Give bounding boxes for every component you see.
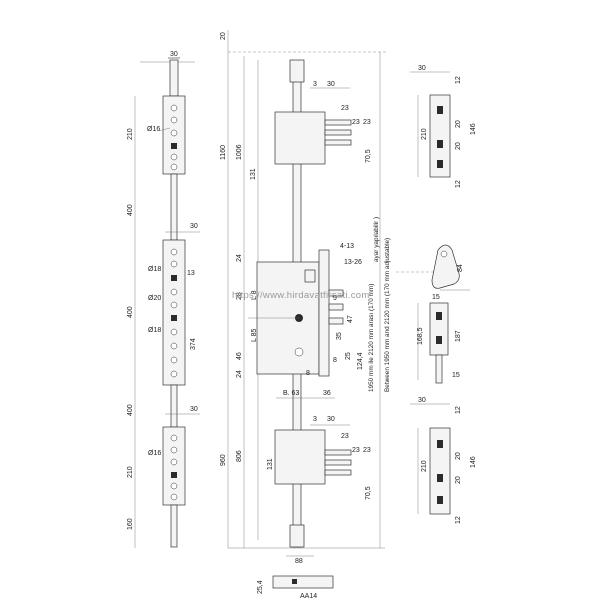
dim-center-70-5-bot: 70,5: [365, 486, 372, 500]
dim-center-20: 20: [220, 32, 227, 40]
rod-top: [169, 59, 179, 97]
dim-left-400-a: 400: [127, 204, 134, 216]
dim-center-24-top: 24: [236, 254, 243, 262]
dim-left-400-c: 400: [127, 404, 134, 416]
dim-center-131-bot: 131: [267, 458, 274, 470]
dim-left-top-30: 30: [170, 51, 178, 58]
end-piece: [272, 575, 334, 589]
dia-left-18-b: Ø18: [148, 327, 161, 334]
dim-center-23-f: 23: [363, 447, 371, 454]
dim-right-bot-20-a: 20: [455, 452, 462, 460]
dim-right-mid-15: 15: [432, 294, 440, 301]
dim-right-bot-12-b: 12: [455, 516, 462, 524]
dim-center-L85: L 85: [251, 329, 258, 342]
dim-center-1006: 1006: [236, 144, 243, 160]
dim-right-top-20-b: 20: [455, 142, 462, 150]
dim-center-1160: 1160: [220, 145, 227, 160]
dim-center-13-26: 13-26: [344, 259, 362, 266]
note-adjustable-en: Between 1950 mm and 2120 mm (170 mm adju…: [384, 238, 391, 392]
dim-center-806: 806: [236, 450, 243, 462]
cylinder-hole: [294, 347, 304, 357]
hook-keeper: [431, 244, 460, 289]
dim-center-23-e: 23: [352, 447, 360, 454]
dim-center-8-b: 8: [333, 357, 337, 364]
dim-right-bot-210: 210: [421, 460, 428, 472]
dim-left-210-bot: 210: [127, 466, 134, 478]
dim-right-hook-84: 84: [457, 264, 464, 272]
dim-center-23-c: 23: [363, 119, 371, 126]
dim-center-124-4: 124,4: [357, 352, 364, 370]
dim-left-374: 374: [190, 338, 197, 350]
top-bolt-box: [274, 111, 326, 165]
dim-right-top-146: 146: [470, 123, 477, 135]
dim-left-400-b: 400: [127, 306, 134, 318]
dim-center-4-13: 4-13: [340, 243, 354, 250]
dim-center-24-bot: 24: [236, 370, 243, 378]
dim-center-L8: L 8: [251, 290, 258, 300]
dim-right-mid-168-5: 168,5: [417, 327, 424, 345]
watermark: https://www.hirdavatfirsati.com: [232, 290, 370, 301]
dim-left-210-top: 210: [127, 128, 134, 140]
dim-left-160: 160: [127, 518, 134, 530]
dim-center-30-top: 30: [327, 81, 335, 88]
dim-center-36: 36: [323, 390, 331, 397]
strike-plate-middle: [429, 302, 449, 356]
dim-center-25: 25: [345, 352, 352, 360]
strike-plate-top: [429, 94, 451, 178]
bottom-bolt-box: [274, 429, 326, 485]
dim-center-88: 88: [295, 558, 303, 565]
dim-center-23-d: 23: [341, 433, 349, 440]
dim-right-top-20-a: 20: [455, 120, 462, 128]
dim-center-28: 28: [236, 292, 243, 300]
dia-left-18-a: Ø18: [148, 266, 161, 273]
dim-center-9: 9: [333, 295, 337, 302]
dim-center-47: 47: [347, 315, 354, 323]
dim-center-35: 35: [336, 332, 343, 340]
dim-right-bot-30: 30: [418, 397, 426, 404]
dim-right-top-30: 30: [418, 65, 426, 72]
dim-center-46: 46: [236, 352, 243, 360]
dim-center-8: 8: [306, 370, 310, 377]
center-view: 20 1160 1006 131 3 30 23 23 23 70,5 24 2…: [220, 30, 440, 600]
right-details: 30 12 210 20 146 20 12 84 15 168,5 187 1…: [410, 65, 477, 524]
dim-right-bot-20-b: 20: [455, 476, 462, 484]
dim-center-25-4: 25,4: [257, 580, 264, 594]
strike-plate-bottom: [429, 427, 451, 515]
dim-center-3-top: 3: [313, 81, 317, 88]
dim-right-mid-187: 187: [455, 330, 462, 342]
note-adjustable-tr-1: 1950 mm ile 2120 mm arası (170 mm): [368, 284, 375, 392]
dim-right-top-12-b: 12: [455, 180, 462, 188]
dim-center-AA14: AA14: [300, 593, 317, 600]
dim-right-mid-15-b: 15: [452, 372, 460, 379]
dim-center-960: 960: [220, 454, 227, 466]
dim-right-top-210: 210: [421, 128, 428, 140]
left-strip: 30 210 Ø16 400 30 Ø18 13 Ø20 Ø18: [127, 51, 200, 548]
dim-center-23-b: 23: [352, 119, 360, 126]
dim-left-30-mid: 30: [190, 223, 198, 230]
dia-left-16-top: Ø16: [147, 126, 160, 133]
dim-center-3-bot: 3: [313, 416, 317, 423]
dia-left-20: Ø20: [148, 295, 161, 302]
dim-right-top-12-a: 12: [455, 76, 462, 84]
dim-left-30-low: 30: [190, 406, 198, 413]
dim-center-70-5-top: 70,5: [365, 149, 372, 163]
dim-right-bot-12-a: 12: [455, 406, 462, 414]
dim-center-B63: B. 63: [283, 390, 299, 397]
dim-center-30-bot: 30: [327, 416, 335, 423]
dim-right-bot-146: 146: [470, 456, 477, 468]
dia-left-16-bot: Ø16: [148, 450, 161, 457]
dim-center-23-a: 23: [341, 105, 349, 112]
note-adjustable-tr-2: ayar yapılabilir ): [373, 217, 380, 262]
dim-center-131-top: 131: [250, 168, 257, 180]
dim-left-13: 13: [187, 270, 195, 277]
